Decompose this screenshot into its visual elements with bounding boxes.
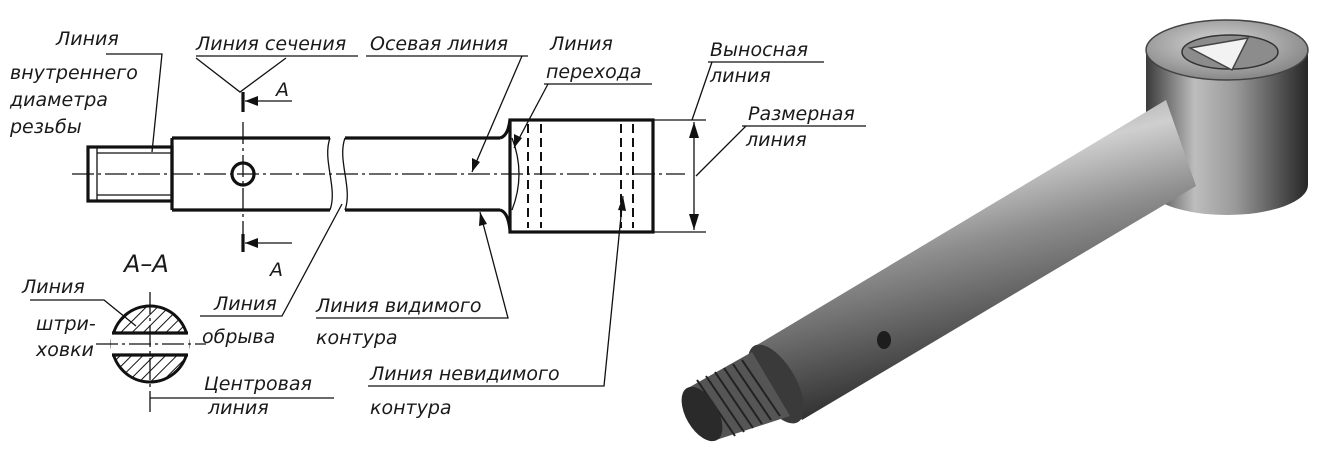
dimension-arrow-top bbox=[689, 122, 699, 138]
section-arrow-top-head bbox=[245, 96, 258, 106]
leader-hatch bbox=[30, 299, 137, 327]
label-dimension-2: линия bbox=[745, 129, 807, 151]
leader-extension bbox=[691, 61, 713, 121]
label-hidden-1: Линия невидимого bbox=[369, 363, 560, 385]
label-break-2: обрыва bbox=[202, 326, 275, 348]
leader-section-line bbox=[195, 57, 287, 93]
label-thread-inner-3: диаметра bbox=[9, 89, 108, 111]
dimension-arrow-bottom bbox=[689, 214, 699, 230]
part-3d-render bbox=[681, 19, 1309, 442]
thread-end-face bbox=[681, 386, 723, 442]
part-front-view bbox=[72, 92, 706, 252]
label-thread-inner-1: Линия bbox=[55, 28, 119, 50]
label-hatch-1: Линия bbox=[21, 276, 85, 298]
label-transition-2: перехода bbox=[546, 61, 642, 83]
label-axis-line: Осевая линия bbox=[370, 33, 508, 55]
label-center-2: линия bbox=[207, 397, 269, 419]
label-hatch-3: ховки bbox=[35, 339, 94, 361]
label-hidden-2: контура bbox=[370, 397, 452, 419]
head-block-outline bbox=[508, 118, 655, 234]
leader-dimension bbox=[695, 125, 747, 177]
leader-lines bbox=[30, 53, 866, 399]
label-dimension-1: Размерная bbox=[748, 103, 855, 125]
label-thread-inner-4: резьбы bbox=[9, 116, 82, 138]
section-a-a-view bbox=[96, 292, 206, 412]
section-arrow-bottom-head bbox=[245, 238, 258, 248]
label-visible-1: Линия видимого bbox=[315, 295, 481, 317]
label-transition-1: Линия bbox=[549, 33, 613, 55]
head-triangular-socket bbox=[1187, 37, 1250, 72]
labels: Линия внутреннего диаметра резьбы Линия … bbox=[9, 28, 855, 419]
leader-hidden-contour bbox=[368, 195, 624, 387]
label-visible-2: контура bbox=[316, 327, 398, 349]
label-break-1: Линия bbox=[213, 293, 277, 315]
leader-break bbox=[200, 203, 343, 317]
label-extension-2: линия bbox=[709, 65, 771, 87]
rod-cross-hole bbox=[877, 331, 891, 349]
label-center-1: Центровая bbox=[204, 373, 312, 395]
leader-thread-inner bbox=[106, 53, 163, 153]
label-section-title: А–А bbox=[122, 250, 169, 278]
leader-visible-contour bbox=[316, 211, 509, 319]
rod-end-cap bbox=[748, 344, 804, 424]
rod-body bbox=[752, 100, 1196, 420]
leader-transition-arrow bbox=[514, 134, 522, 148]
label-thread-inner-2: внутреннего bbox=[10, 62, 138, 84]
label-extension-1: Выносная bbox=[710, 39, 808, 61]
label-hatch-2: штри- bbox=[36, 313, 96, 335]
leader-visible-arrow bbox=[479, 212, 487, 226]
leader-hidden-arrow bbox=[618, 196, 626, 211]
label-section-mark-bottom: А bbox=[268, 259, 283, 281]
label-section-line: Линия сечения bbox=[195, 33, 346, 55]
label-section-mark-top: А bbox=[274, 79, 289, 101]
leader-axis-line bbox=[471, 55, 523, 173]
leader-axis-arrow bbox=[472, 158, 480, 172]
